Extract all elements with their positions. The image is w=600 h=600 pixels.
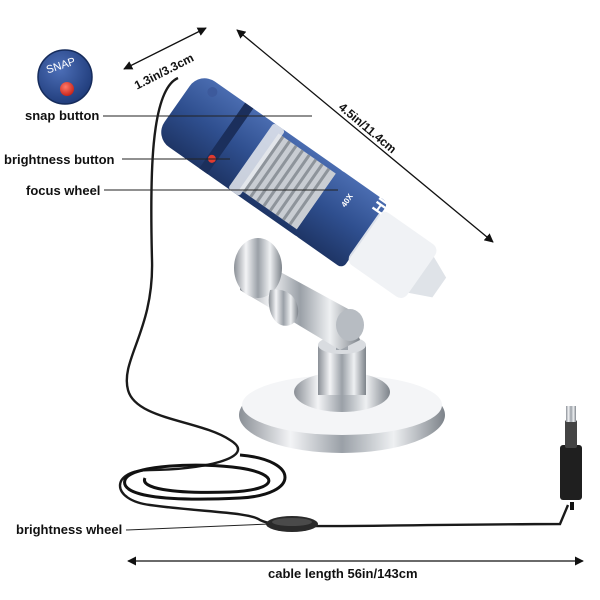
- width-dimension-arrow: [123, 27, 207, 70]
- brightness-wheel-leader: [125, 523, 271, 531]
- focus-wheel-label: focus wheel: [26, 183, 101, 198]
- snap-button-dot: [207, 87, 218, 98]
- usb-plug: [560, 445, 582, 500]
- cable-length-label: cable length 56in/143cm: [268, 566, 418, 581]
- length-dimension-arrow: [236, 29, 494, 243]
- snap-button-label: snap button: [25, 108, 100, 123]
- snap-badge: [37, 49, 93, 105]
- cable-coil: [123, 453, 287, 501]
- brightness-wheel-label: brightness wheel: [16, 522, 123, 537]
- brightness-button-label: brightness button: [4, 152, 115, 167]
- microscope-body: [161, 78, 447, 298]
